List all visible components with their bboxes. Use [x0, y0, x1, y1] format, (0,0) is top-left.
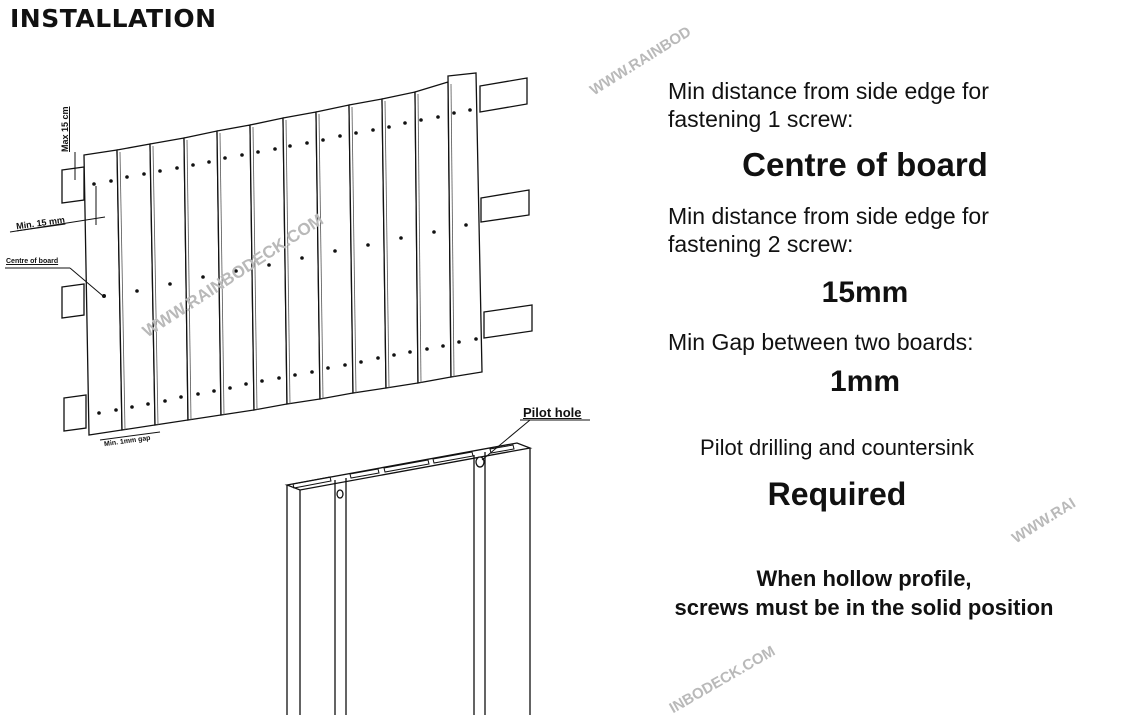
spec-one-screw-line2: fastening 1 screw:	[668, 106, 854, 132]
spec-gap-value: 1mm	[829, 365, 901, 398]
spec-one-screw-label: Min distance from side edge for fastenin…	[668, 77, 989, 133]
label-pilot-hole: Pilot hole	[523, 405, 582, 420]
spec-one-screw-value: Centre of board	[742, 146, 988, 183]
label-max-spacing: Max 15 cm	[60, 106, 70, 152]
hollow-profile-note: When hollow profile, screws must be in t…	[604, 564, 1124, 622]
label-centre-of-board: Centre of board	[6, 258, 59, 265]
spec-gap-label: Min Gap between two boards:	[668, 329, 974, 355]
spec-pilot-value: Required	[767, 476, 907, 512]
joist-stubs-left	[61, 77, 533, 432]
screw-dots	[92, 108, 478, 415]
spec-two-screw-line1: Min distance from side edge for	[668, 203, 989, 229]
note-line1: When hollow profile,	[756, 566, 972, 591]
spec-one-screw-line1: Min distance from side edge for	[668, 78, 989, 104]
page-title: INSTALLATION	[10, 4, 217, 33]
dimension-lines	[5, 152, 161, 441]
hollow-profile-board	[284, 419, 590, 715]
spec-two-screw-value: 15mm	[821, 276, 909, 309]
spec-two-screw-label: Min distance from side edge for fastenin…	[668, 202, 989, 258]
spec-two-screw-line2: fastening 2 screw:	[668, 231, 854, 257]
note-line2: screws must be in the solid position	[674, 595, 1054, 620]
spec-pilot-label: Pilot drilling and countersink	[700, 435, 974, 460]
